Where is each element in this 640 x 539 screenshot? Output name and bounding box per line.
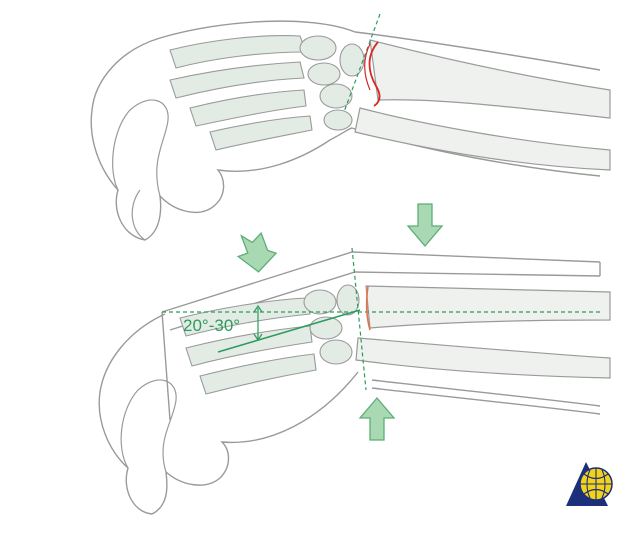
angle-label: 20°-30° <box>183 316 240 335</box>
top-panel-fractured-wrist <box>91 14 610 240</box>
bottom-ulna-bone <box>356 338 610 378</box>
cast-lower-outline <box>372 380 600 414</box>
up-arrow-icon <box>360 398 394 440</box>
bottom-hand-bones <box>180 285 359 394</box>
down-arrow-icon <box>235 231 278 274</box>
bottom-radius-bone <box>366 286 610 328</box>
bottom-panel-reduced-wrist: 20°-30° <box>99 248 610 514</box>
down-arrow-icon <box>408 204 442 246</box>
cast-outline <box>162 252 600 420</box>
top-hand-bones <box>170 36 364 150</box>
top-ulna-bone <box>355 108 610 170</box>
ao-foundation-logo-icon <box>566 462 612 506</box>
bottom-vertical-dashed-line <box>352 248 366 390</box>
